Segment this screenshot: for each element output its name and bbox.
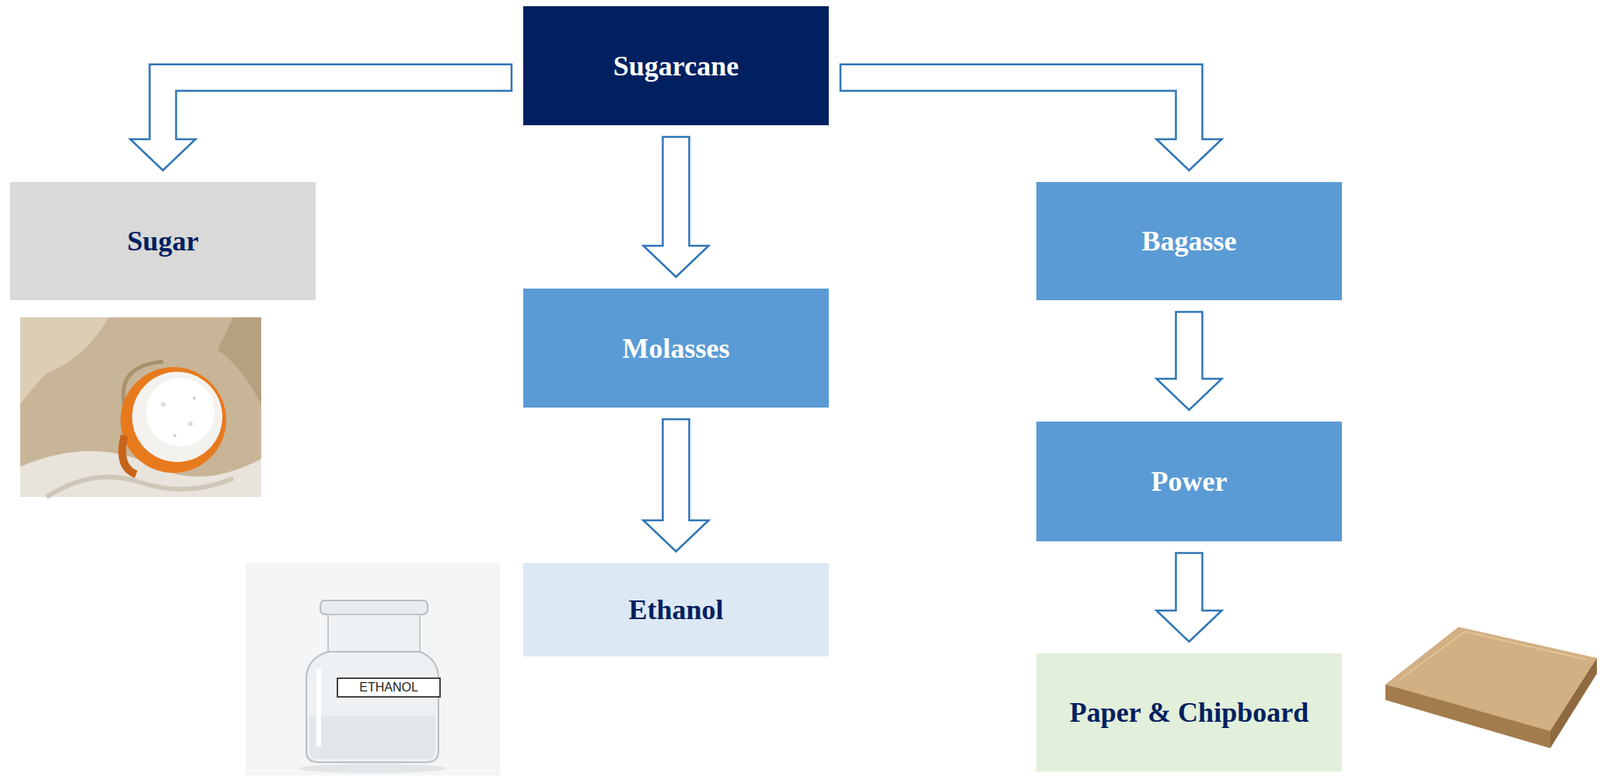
process-box: Sugarcane [523,6,829,126]
block-arrow [643,136,710,277]
box-label: Sugar [126,224,199,258]
block-arrow [130,64,513,171]
process-box: Power [1036,421,1342,542]
process-box: Paper & Chipboard [1036,653,1342,772]
box-label: Molasses [622,331,731,365]
process-box: Molasses [523,288,829,408]
process-box: Ethanol [523,562,829,657]
process-box: Sugar [10,181,316,301]
box-label: Sugarcane [613,49,739,83]
paper-stack [1385,626,1597,748]
sugar-photo [20,317,262,497]
box-label: Ethanol [628,593,724,626]
block-arrow [1156,311,1223,410]
block-arrow [1156,552,1223,642]
box-label: Paper & Chipboard [1069,695,1309,729]
box-label: Bagasse [1141,224,1237,258]
block-arrow [840,64,1223,171]
box-label: Power [1151,464,1228,498]
block-arrow [643,419,710,552]
bottle-label: ETHANOL [336,677,441,698]
ethanol-bottle [245,562,500,776]
process-box: Bagasse [1036,181,1342,301]
